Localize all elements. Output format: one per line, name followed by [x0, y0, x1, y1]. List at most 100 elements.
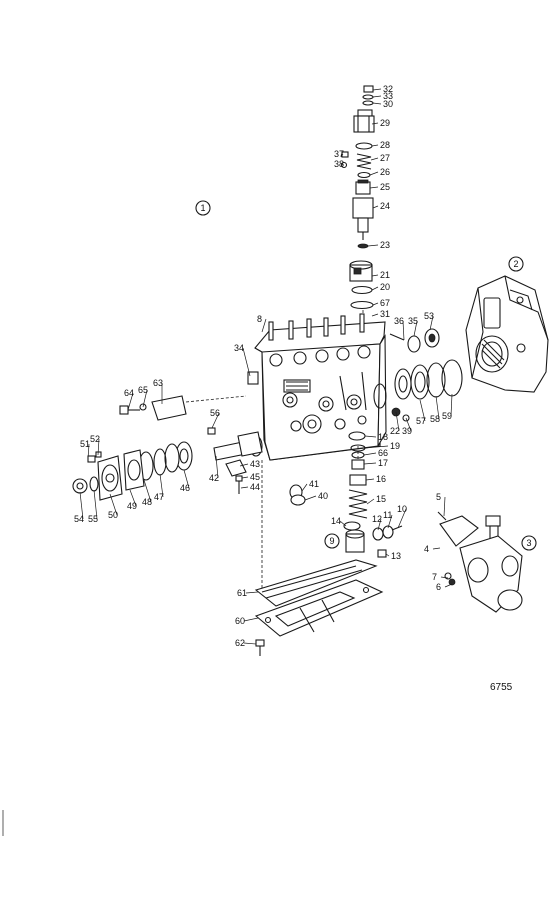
- callout-32: 32: [383, 84, 393, 94]
- group-marker-circle: [521, 535, 537, 551]
- governor-housing: [465, 275, 549, 393]
- callout-6: 6: [436, 582, 441, 592]
- callout-67: 67: [380, 298, 390, 308]
- leader-line-34: [242, 347, 251, 377]
- delivery-valve-stack: [340, 85, 375, 330]
- callout-39: 39: [402, 426, 412, 436]
- leader-line-36: [402, 320, 405, 341]
- callout-58: 58: [430, 414, 440, 424]
- leader-line-29: [371, 122, 379, 125]
- callout-49: 49: [127, 501, 137, 511]
- leader-line-57: [419, 399, 426, 422]
- callout-63: 63: [153, 378, 163, 388]
- leader-line-44: [240, 486, 249, 489]
- callout-28: 28: [380, 140, 390, 150]
- leader-line-60: [243, 617, 259, 622]
- callout-60: 60: [235, 616, 245, 626]
- leader-line-26: [369, 171, 379, 176]
- leader-lines: [79, 88, 453, 645]
- callout-48: 48: [142, 497, 152, 507]
- callout-37: 37: [334, 149, 344, 159]
- leader-line-31: [371, 313, 379, 317]
- callout-22: 22: [390, 426, 400, 436]
- callout-43: 43: [250, 459, 260, 469]
- leader-line-62: [243, 642, 257, 645]
- leader-line-48: [143, 479, 152, 503]
- leader-line-27: [370, 157, 379, 161]
- pump-studs: [268, 313, 365, 341]
- callout-51: 51: [80, 439, 90, 449]
- callout-31: 31: [380, 309, 390, 319]
- leader-line-39: [405, 417, 412, 432]
- group-marker-circle: [324, 533, 340, 549]
- leader-line-33: [372, 95, 382, 98]
- leader-line-53: [429, 315, 434, 331]
- callout-34: 34: [234, 343, 244, 353]
- callout-21: 21: [380, 270, 390, 280]
- leader-line-20: [371, 286, 379, 291]
- leader-line-11: [387, 514, 393, 529]
- callout-24: 24: [380, 201, 390, 211]
- callout-38: 38: [334, 159, 344, 169]
- leader-line-41: [301, 483, 308, 492]
- callout-16: 16: [376, 474, 386, 484]
- callout-27: 27: [380, 153, 390, 163]
- group-marker-circle: [195, 200, 211, 216]
- callout-54: 54: [74, 514, 84, 524]
- leader-line-50: [109, 493, 118, 516]
- callout-17: 17: [378, 458, 388, 468]
- callout-61: 61: [237, 588, 247, 598]
- leader-line-5: [443, 496, 446, 517]
- leader-line-61: [245, 591, 259, 594]
- leader-line-45: [241, 476, 249, 479]
- camshaft-group: [72, 395, 263, 501]
- pump-body: [247, 313, 387, 461]
- callout-45: 45: [250, 472, 260, 482]
- callout-30: 30: [383, 99, 393, 109]
- callout-20: 20: [380, 282, 390, 292]
- leader-line-49: [129, 489, 137, 507]
- group-marker-1: 1: [195, 200, 211, 216]
- leader-line-37: [341, 153, 344, 156]
- callout-19: 19: [390, 441, 400, 451]
- leader-line-54: [79, 491, 84, 520]
- callout-42: 42: [209, 473, 219, 483]
- leader-line-17: [363, 462, 377, 465]
- leader-line-40: [304, 495, 317, 501]
- callout-36: 36: [394, 316, 404, 326]
- callout-11: 11: [383, 510, 392, 520]
- callout-46: 46: [180, 483, 190, 493]
- bottom-cover: [254, 460, 384, 656]
- leader-line-55: [93, 489, 98, 520]
- leader-line-46: [183, 469, 190, 489]
- figure-number: 6755: [490, 682, 513, 693]
- leader-line-10: [397, 508, 407, 529]
- callout-8: 8: [257, 314, 262, 324]
- leader-line-56: [211, 412, 220, 429]
- leader-line-43: [239, 463, 249, 467]
- callout-12: 12: [372, 514, 382, 524]
- group-marker-label: 1: [200, 203, 205, 213]
- leader-line-4: [432, 547, 441, 550]
- callout-10: 10: [397, 504, 407, 514]
- leader-line-22: [395, 411, 400, 432]
- feed-pump: [437, 511, 523, 613]
- leader-line-65: [142, 389, 148, 408]
- callout-14: 14: [331, 516, 341, 526]
- leader-line-67: [372, 302, 379, 306]
- leader-line-16: [365, 478, 375, 481]
- group-marker-label: 9: [329, 536, 334, 546]
- callout-64: 64: [124, 388, 134, 398]
- leader-line-52: [97, 438, 100, 456]
- callout-23: 23: [380, 240, 390, 250]
- leader-line-7: [440, 576, 449, 579]
- leader-line-42: [215, 455, 219, 479]
- callout-41: 41: [309, 479, 319, 489]
- callout-15: 15: [376, 494, 386, 504]
- callout-47: 47: [154, 492, 164, 502]
- leader-line-47: [159, 473, 164, 498]
- callout-62: 62: [235, 638, 245, 648]
